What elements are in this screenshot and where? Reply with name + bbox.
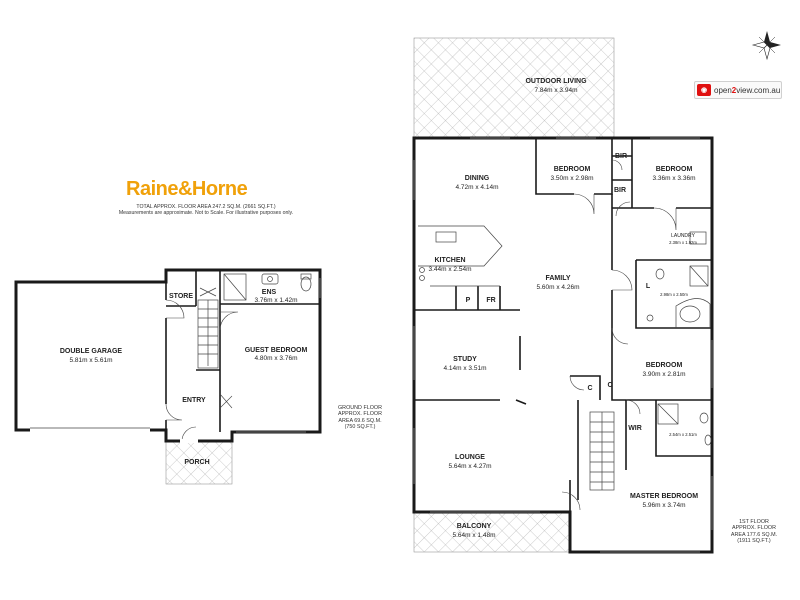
stairs-ground	[197, 287, 219, 369]
entry-label: ENTRY	[182, 397, 206, 404]
bedroom3-dim: 3.36m x 3.36m	[653, 175, 696, 182]
stairs-first	[589, 411, 615, 491]
ensuite-fixtures-ground	[223, 273, 312, 301]
master-bedroom-dim: 5.96m x 3.74m	[643, 502, 686, 509]
balcony-area	[413, 511, 571, 553]
fridge-label: FR	[486, 297, 495, 304]
porch-label: PORCH	[184, 459, 209, 466]
brand-logo: Raine&Horne	[126, 178, 248, 201]
porch-area	[165, 440, 233, 485]
lounge-dim: 5.64m x 4.27m	[449, 463, 492, 470]
garage-label: DOUBLE GARAGE	[60, 348, 123, 355]
ens-label: ENS	[262, 289, 277, 296]
bir-label-2: BIR	[614, 187, 626, 194]
garage-dim: 5.81m x 5.61m	[70, 357, 113, 364]
bedroom3-label: BEDROOM	[656, 166, 693, 173]
outdoor-living-dim: 7.84m x 3.94m	[535, 87, 578, 94]
kitchen-dim: 3.44m x 2.54m	[429, 266, 472, 273]
wir-label: WIR	[628, 425, 642, 432]
ground-floor-area-note: GROUND FLOOR APPROX. FLOOR AREA 69.6 SQ.…	[337, 405, 383, 430]
dining-label: DINING	[465, 175, 490, 182]
bedroom4-label: BEDROOM	[646, 362, 683, 369]
kitchen-bench	[418, 225, 503, 287]
outdoor-living-area	[413, 37, 615, 139]
bathroom-dim: 2.98m x 2.50m	[660, 292, 688, 297]
study-label: STUDY	[453, 356, 477, 363]
ens-dim: 3.76m x 1.42m	[255, 297, 298, 304]
bathroom-fixtures	[646, 231, 712, 446]
ground-floor-plan	[14, 268, 322, 485]
kitchen-label: KITCHEN	[434, 257, 465, 264]
dining-dim: 4.72m x 4.14m	[456, 184, 499, 191]
first-floor-windows	[413, 137, 713, 553]
first-floor-labels: OUTDOOR LIVING 7.84m x 3.94m DINING 4.72…	[429, 78, 699, 539]
study-dim: 4.14m x 3.51m	[444, 365, 487, 372]
bedroom2-dim: 3.50m x 2.98m	[551, 175, 594, 182]
bedroom4-dim: 3.90m x 2.81m	[643, 371, 686, 378]
bir-label-1: BIR	[615, 153, 627, 160]
first-floor-interior-walls	[414, 138, 712, 512]
disclaimer-text: Measurements are approximate. Not to Sca…	[118, 210, 294, 217]
store-label: STORE	[169, 293, 193, 300]
camera-icon: ◉	[697, 84, 711, 96]
pantry-label: P	[466, 297, 471, 304]
watermark-url: open2view.com.au	[714, 85, 781, 95]
brand-name: Raine&Horne	[126, 178, 248, 200]
cupboard-label-2: C	[607, 382, 612, 389]
laundry-label: LAUNDRY	[671, 233, 695, 239]
family-label: FAMILY	[545, 275, 570, 282]
bedroom2-label: BEDROOM	[554, 166, 591, 173]
cupboard-label-1: C	[587, 385, 592, 392]
outdoor-living-label: OUTDOOR LIVING	[525, 78, 587, 85]
ensuite-dim: 2.54m x 2.51m	[669, 432, 697, 437]
first-floor-doors	[561, 159, 677, 511]
wc-label: L	[646, 283, 651, 290]
guest-bedroom-dim: 4.80m x 3.76m	[255, 355, 298, 362]
lounge-label: LOUNGE	[455, 454, 485, 461]
brand-note: TOTAL APPROX. FLOOR AREA 247.2 SQ.M. (26…	[116, 204, 296, 216]
first-floor-plan	[412, 37, 714, 554]
watermark-badge: ◉ open2view.com.au	[694, 81, 782, 99]
total-area-text: TOTAL APPROX. FLOOR AREA 247.2 SQ.M. (26…	[136, 204, 276, 210]
compass-rose-icon	[751, 31, 781, 61]
laundry-dim: 2.38m x 1.92m	[669, 240, 697, 245]
master-bedroom-label: MASTER BEDROOM	[630, 493, 698, 500]
balcony-dim: 5.64m x 1.48m	[453, 532, 496, 539]
ground-floor-labels: DOUBLE GARAGE 5.81m x 5.61m STORE ENS 3.…	[60, 289, 308, 466]
first-floor-area-note: 1ST FLOOR APPROX. FLOOR AREA 177.6 SQ.M.…	[730, 519, 778, 544]
guest-bedroom-label: GUEST BEDROOM	[245, 347, 308, 354]
family-dim: 5.60m x 4.26m	[537, 284, 580, 291]
balcony-label: BALCONY	[457, 523, 492, 530]
